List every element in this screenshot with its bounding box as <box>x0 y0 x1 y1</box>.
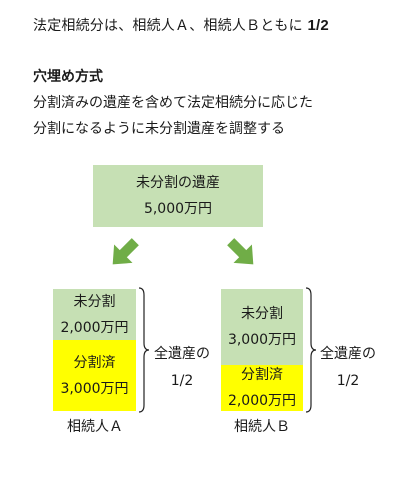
heir-a-unsplit-label: 未分割 <box>73 293 116 310</box>
heir-b-unsplit-box: 未分割 3,000万円 <box>221 289 303 365</box>
heir-b-brace <box>305 287 317 413</box>
unsplit-estate-label: 未分割の遺産 <box>136 175 220 191</box>
heir-a-unsplit-box: 未分割 2,000万円 <box>53 289 136 340</box>
method-title: 穴埋め方式 <box>33 69 103 85</box>
intro-ratio: 1/2 <box>307 17 329 34</box>
intro-text: 法定相続分は、相続人Ａ、相続人Ｂともに 1/2 <box>33 15 329 35</box>
method-description-line1: 分割済みの遺産を含めて法定相続分に応じた <box>33 95 313 111</box>
unsplit-estate-amount: 5,000万円 <box>143 201 213 217</box>
heir-a-total-label: 全遺産の <box>154 346 210 362</box>
heir-a-total: 全遺産の 1/2 <box>150 343 214 389</box>
heir-b-split-amount: 2,000万円 <box>227 393 297 409</box>
intro-statement: 法定相続分は、相続人Ａ、相続人Ｂともに <box>33 18 303 34</box>
unsplit-estate-box: 未分割の遺産 5,000万円 <box>93 165 263 227</box>
heir-b-unsplit-label: 未分割 <box>241 306 283 322</box>
heir-b-unsplit-amount: 3,000万円 <box>227 332 297 348</box>
heir-a-unsplit-amount: 2,000万円 <box>60 319 129 336</box>
heir-a-total-ratio: 1/2 <box>170 373 194 389</box>
heir-b-total-label: 全遺産の <box>320 346 376 362</box>
heir-a-split-amount: 3,000万円 <box>60 380 129 397</box>
heir-a-name: 相続人Ａ <box>67 419 123 435</box>
heir-b-split-box: 分割済 2,000万円 <box>221 365 303 411</box>
heir-b-total: 全遺産の 1/2 <box>316 343 380 389</box>
heir-a-split-label: 分割済 <box>73 354 116 371</box>
heir-a-split-box: 分割済 3,000万円 <box>53 340 136 411</box>
heir-b-name: 相続人Ｂ <box>234 419 290 435</box>
arrow-down-right-icon <box>227 238 254 265</box>
heir-b-total-ratio: 1/2 <box>336 373 360 389</box>
method-description-line2: 分割になるように未分割遺産を調整する <box>33 121 285 137</box>
arrow-down-left-icon <box>112 238 139 265</box>
heir-b-split-label: 分割済 <box>241 367 283 383</box>
heir-a-brace <box>138 287 150 413</box>
